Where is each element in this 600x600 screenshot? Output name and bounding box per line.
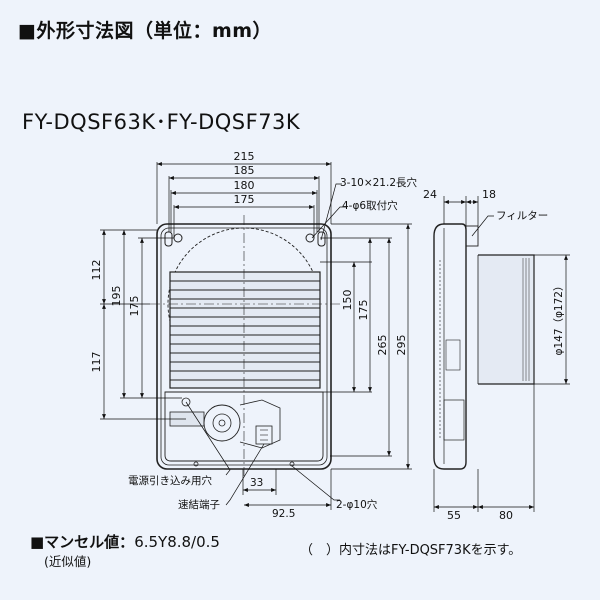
grille — [169, 271, 321, 389]
label-slot: 3-10×21.2長穴 — [340, 176, 418, 189]
dim-195: 195 — [110, 286, 123, 307]
width-dimension-lines — [156, 162, 332, 238]
munsell-label: ■マンセル値： — [30, 533, 135, 551]
dim-185: 185 — [234, 164, 255, 177]
mount-slot-right — [317, 231, 326, 247]
side-view — [433, 223, 535, 470]
dim-92-5: 92.5 — [272, 508, 295, 520]
dim-diameter: φ147（φ172） — [553, 281, 565, 356]
model-number: FY-DQSF63K･FY-DQSF73K — [22, 110, 301, 134]
dim-33: 33 — [250, 477, 263, 489]
label-filter: フィルター — [496, 210, 548, 222]
front-view — [150, 215, 340, 476]
filter-part — [465, 225, 479, 247]
lower-cover — [164, 391, 324, 462]
label-hole-10: 2-φ10穴 — [336, 498, 378, 511]
dim-112: 112 — [90, 260, 103, 281]
dim-180: 180 — [234, 179, 255, 192]
label-terminal: 速結端子 — [178, 498, 220, 511]
duct-body — [478, 254, 535, 385]
dim-295: 295 — [395, 335, 408, 356]
footnote: （ ）内寸法はFY-DQSF73Kを示す。 — [300, 543, 522, 558]
leader-lines-bottom — [185, 401, 340, 510]
dim-215: 215 — [234, 150, 255, 163]
dim-18: 18 — [482, 188, 496, 201]
leader-lines-top — [311, 183, 346, 241]
dim-55: 55 — [447, 509, 461, 522]
munsell-code: 6.5Y8.8/0.5 — [134, 533, 220, 551]
munsell-approx: (近似値) — [44, 554, 92, 569]
dim-265: 265 — [376, 335, 389, 356]
left-dimension-lines — [100, 229, 186, 420]
cable-hole — [181, 397, 191, 407]
right-dimension-lines — [320, 223, 412, 470]
label-cable-hole: 電源引き込み用穴 — [128, 474, 212, 487]
dim-175-right: 175 — [357, 300, 370, 321]
munsell-value: ■マンセル値：6.5Y8.8/0.5 — [30, 531, 220, 552]
page-title: ■外形寸法図（単位：mm） — [18, 20, 273, 42]
dim-117: 117 — [90, 352, 103, 373]
dim-150: 150 — [341, 290, 354, 311]
dim-80: 80 — [499, 509, 513, 522]
label-mount-holes: 4-φ6取付穴 — [342, 199, 398, 212]
motor-outline — [203, 404, 241, 442]
dim-24: 24 — [423, 188, 437, 201]
side-dimension-lines — [433, 196, 570, 512]
dim-175-left: 175 — [128, 296, 141, 317]
side-panel-profile — [433, 223, 467, 470]
dim-175-width: 175 — [234, 193, 255, 206]
mount-slot-left — [164, 231, 173, 247]
